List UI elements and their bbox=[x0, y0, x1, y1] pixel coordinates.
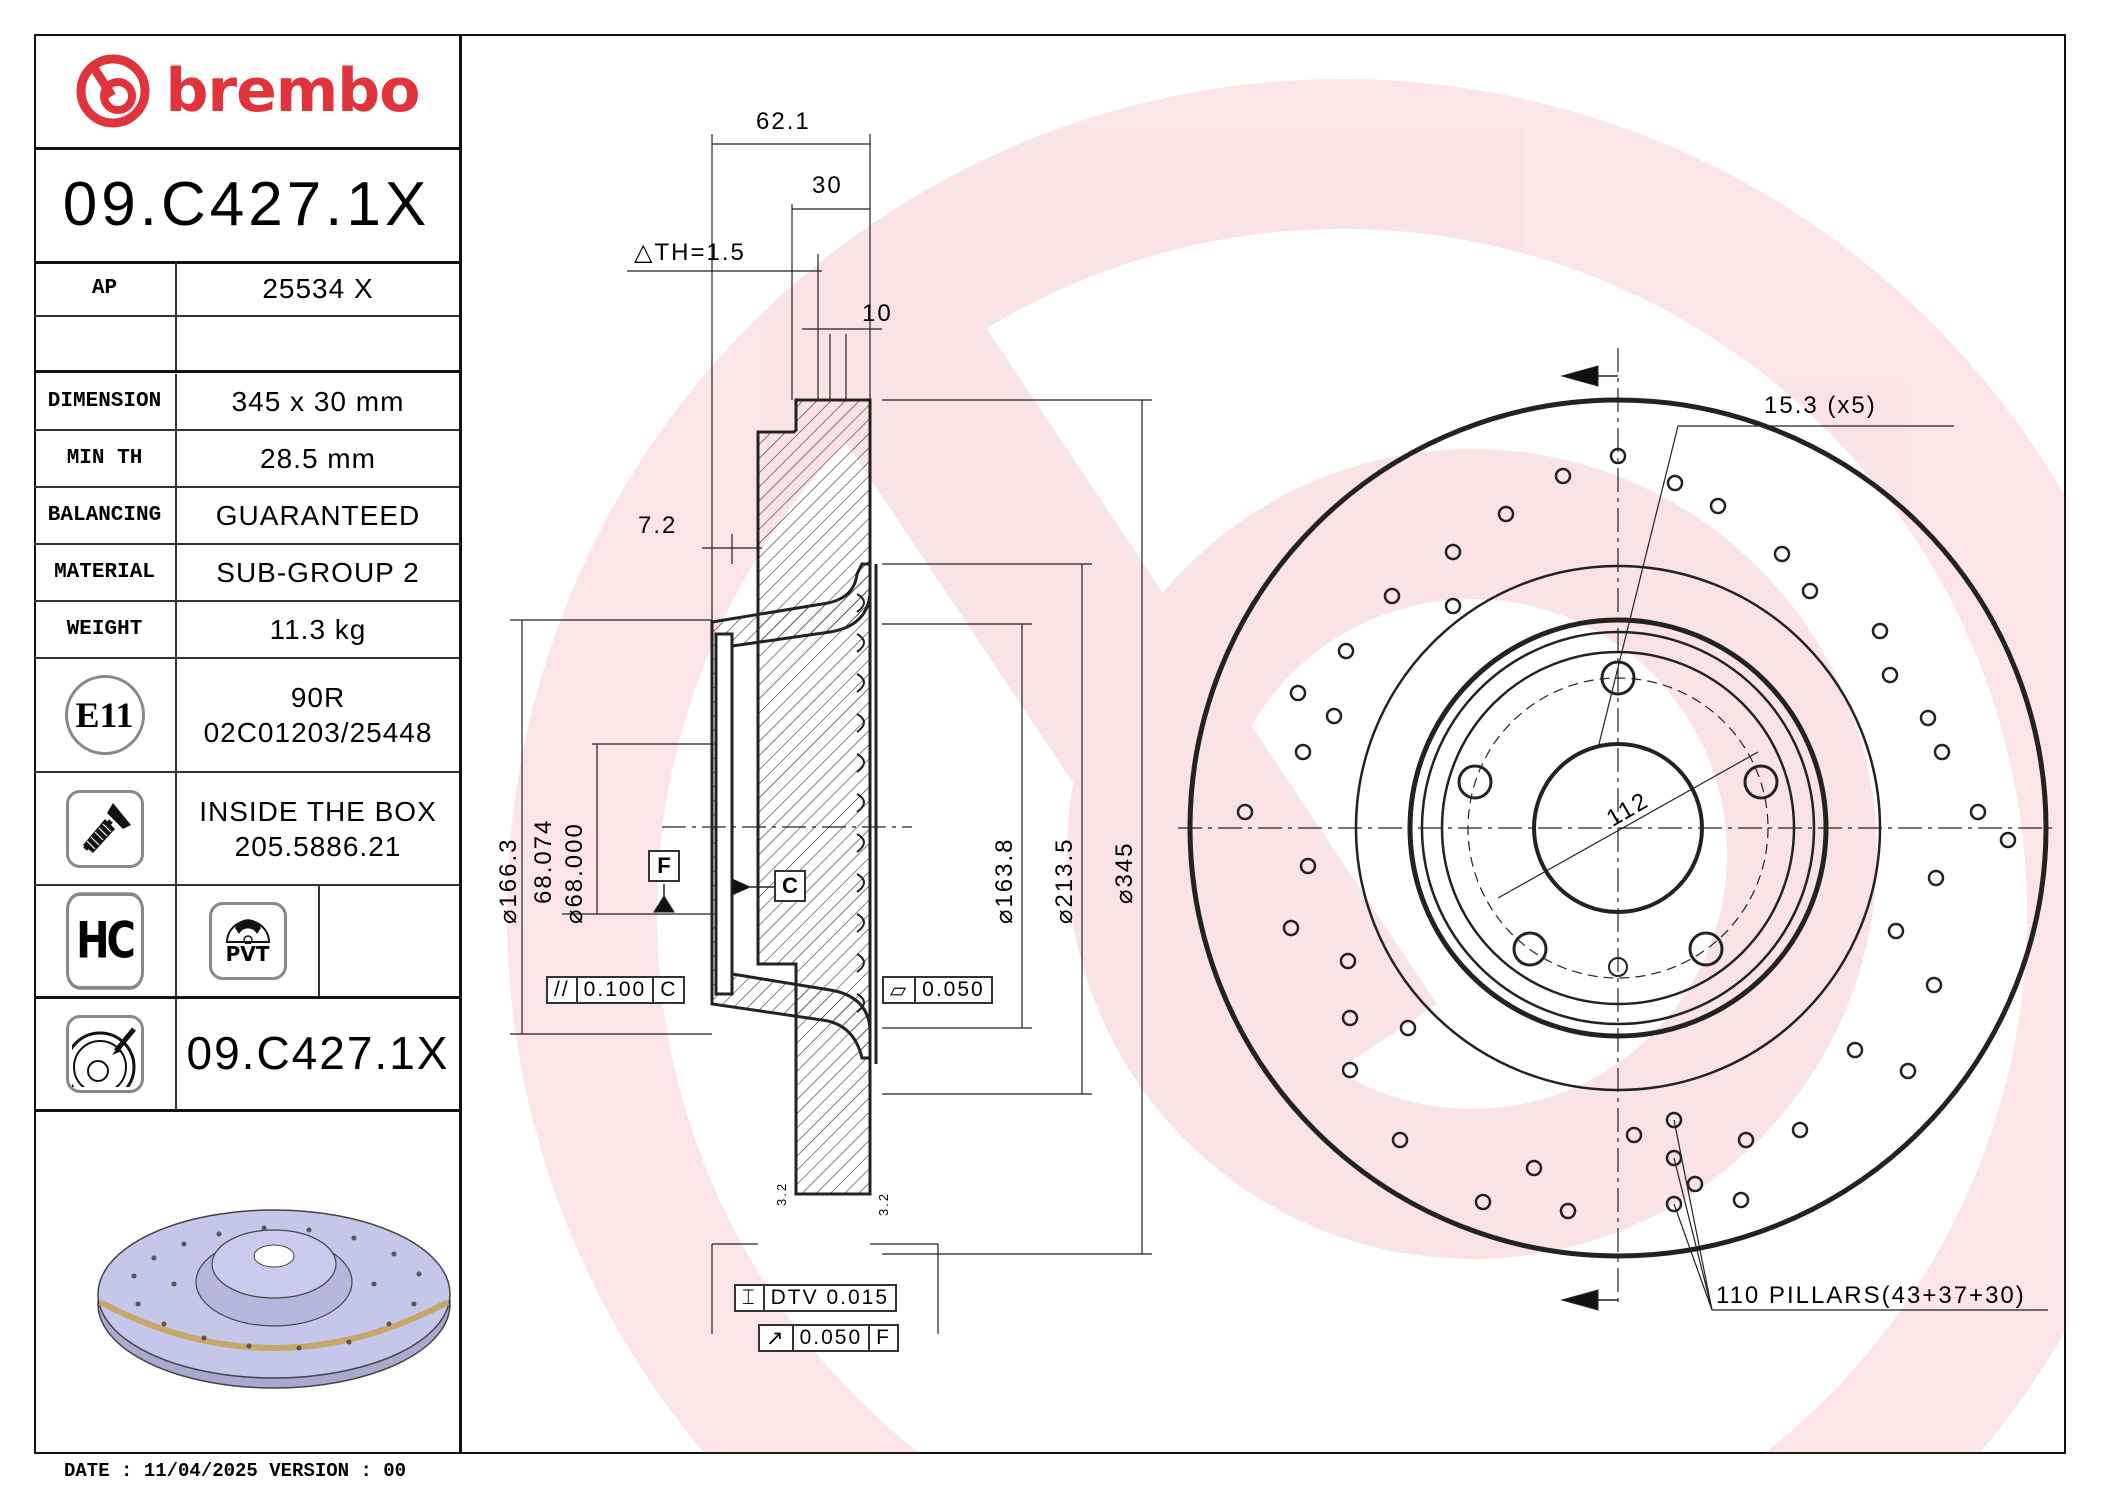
screw-line2: 205.5886.21 bbox=[234, 830, 402, 862]
screw-icon bbox=[65, 789, 144, 868]
fcf-dtv: ⌶ DTV 0.015 bbox=[734, 1284, 897, 1312]
row-dimension: DIMENSION 345 x 30 mm bbox=[34, 374, 459, 431]
dim-dia-163: ⌀163.8 bbox=[991, 837, 1018, 924]
parallelism-icon: // bbox=[548, 978, 578, 1002]
row-label: BALANCING bbox=[34, 488, 177, 543]
brembo-logo-icon bbox=[76, 54, 150, 127]
pillars-label: 110 PILLARS(43+37+30) bbox=[1716, 1282, 2026, 1309]
screw-cell bbox=[34, 773, 177, 884]
row-value: 345 x 30 mm bbox=[231, 386, 405, 417]
row-empty bbox=[34, 317, 459, 373]
fcf-parallelism: // 0.100 C bbox=[546, 976, 686, 1004]
fcf-flatness: ▱ 0.050 bbox=[882, 976, 993, 1004]
disc-marking-icon bbox=[65, 1015, 144, 1093]
datum-f: F bbox=[648, 850, 680, 882]
e11-icon: E11 bbox=[64, 675, 145, 755]
disc-3d-render bbox=[97, 1209, 451, 1389]
spec-panel: brembo 09.C427.1X AP 25534 X DIMENSION 3… bbox=[34, 34, 462, 1454]
pvt-cell: PVT bbox=[177, 886, 320, 996]
row-balancing: BALANCING GUARANTEED bbox=[34, 488, 459, 545]
drawing-area: 62.1 30 △TH=1.5 10 7.2 ⌀166.3 68.074 ⌀68… bbox=[462, 34, 2066, 1454]
dim-dia-345: ⌀345 bbox=[1111, 841, 1138, 905]
datum-c: C bbox=[774, 870, 806, 902]
row-min-th: MIN TH 28.5 mm bbox=[34, 431, 459, 488]
roughness-right: 3.2 bbox=[876, 1191, 891, 1216]
dim-hat-wall: 7.2 bbox=[638, 512, 678, 539]
pvt-icon: PVT bbox=[208, 902, 287, 980]
hc-cell: HC bbox=[34, 886, 177, 996]
screw-line1: INSIDE THE BOX bbox=[199, 795, 437, 827]
roughness-left: 3.2 bbox=[774, 1181, 789, 1206]
bolt-hole-label: 15.3 (x5) bbox=[1764, 392, 1877, 419]
e11-cell: E11 bbox=[34, 659, 177, 771]
empty-badge-cell bbox=[320, 886, 459, 996]
row-ap: AP 25534 X bbox=[34, 261, 459, 317]
row-weight: WEIGHT 11.3 kg bbox=[34, 602, 459, 659]
row-value: 11.3 kg bbox=[269, 614, 367, 645]
dim-vane: 10 bbox=[862, 300, 893, 327]
technical-drawing bbox=[510, 134, 2058, 1334]
dim-dia-213: ⌀213.5 bbox=[1051, 837, 1078, 924]
row-label bbox=[34, 317, 177, 370]
row-label: DIMENSION bbox=[34, 374, 177, 429]
row-label: MATERIAL bbox=[34, 545, 177, 600]
drawing-frame bbox=[34, 34, 2066, 1454]
row-value: SUB-GROUP 2 bbox=[216, 557, 420, 588]
homologation-value: 90R 02C01203/25448 bbox=[177, 659, 459, 771]
row-screw: INSIDE THE BOX 205.5886.21 bbox=[34, 773, 459, 886]
runout-icon: ↗ bbox=[760, 1326, 794, 1350]
dim-overall-height: 62.1 bbox=[756, 108, 811, 135]
row-label: AP bbox=[34, 261, 177, 315]
marking-value: 09.C427.1X bbox=[186, 1027, 450, 1080]
dim-dia-68-max: 68.074 bbox=[530, 818, 557, 904]
dim-dia-68-min: ⌀68.000 bbox=[561, 822, 588, 924]
thickness-variation-icon: ⌶ bbox=[736, 1286, 765, 1310]
dim-thickness: 30 bbox=[812, 172, 843, 199]
row-value: GUARANTEED bbox=[215, 500, 421, 531]
marking-cell bbox=[34, 999, 177, 1109]
homologation-line1: 90R bbox=[290, 682, 346, 713]
footer-date-version: DATE : 11/04/2025 VERSION : 00 bbox=[64, 1460, 407, 1482]
part-number-title: 09.C427.1X bbox=[34, 147, 459, 264]
row-material: MATERIAL SUB-GROUP 2 bbox=[34, 545, 459, 602]
row-homologation: E11 90R 02C01203/25448 bbox=[34, 659, 459, 773]
dim-delta-th: △TH=1.5 bbox=[634, 239, 746, 266]
hc-icon: HC bbox=[65, 892, 144, 990]
row-badges: HC PVT bbox=[34, 886, 459, 999]
dim-dia-166: ⌀166.3 bbox=[495, 837, 522, 924]
brand-wordmark: brembo bbox=[165, 55, 421, 126]
flatness-icon: ▱ bbox=[884, 978, 917, 1002]
row-value: 25534 X bbox=[262, 272, 374, 304]
homologation-line2: 02C01203/25448 bbox=[203, 717, 433, 748]
row-label: WEIGHT bbox=[34, 602, 177, 657]
brembo-logo: brembo bbox=[34, 34, 459, 150]
fcf-runout: ↗ 0.050 F bbox=[758, 1324, 899, 1352]
row-value bbox=[177, 317, 459, 370]
row-label: MIN TH bbox=[34, 431, 177, 486]
row-value: 28.5 mm bbox=[260, 443, 376, 474]
row-marking: 09.C427.1X bbox=[34, 999, 459, 1112]
screw-value: INSIDE THE BOX 205.5886.21 bbox=[177, 773, 459, 884]
